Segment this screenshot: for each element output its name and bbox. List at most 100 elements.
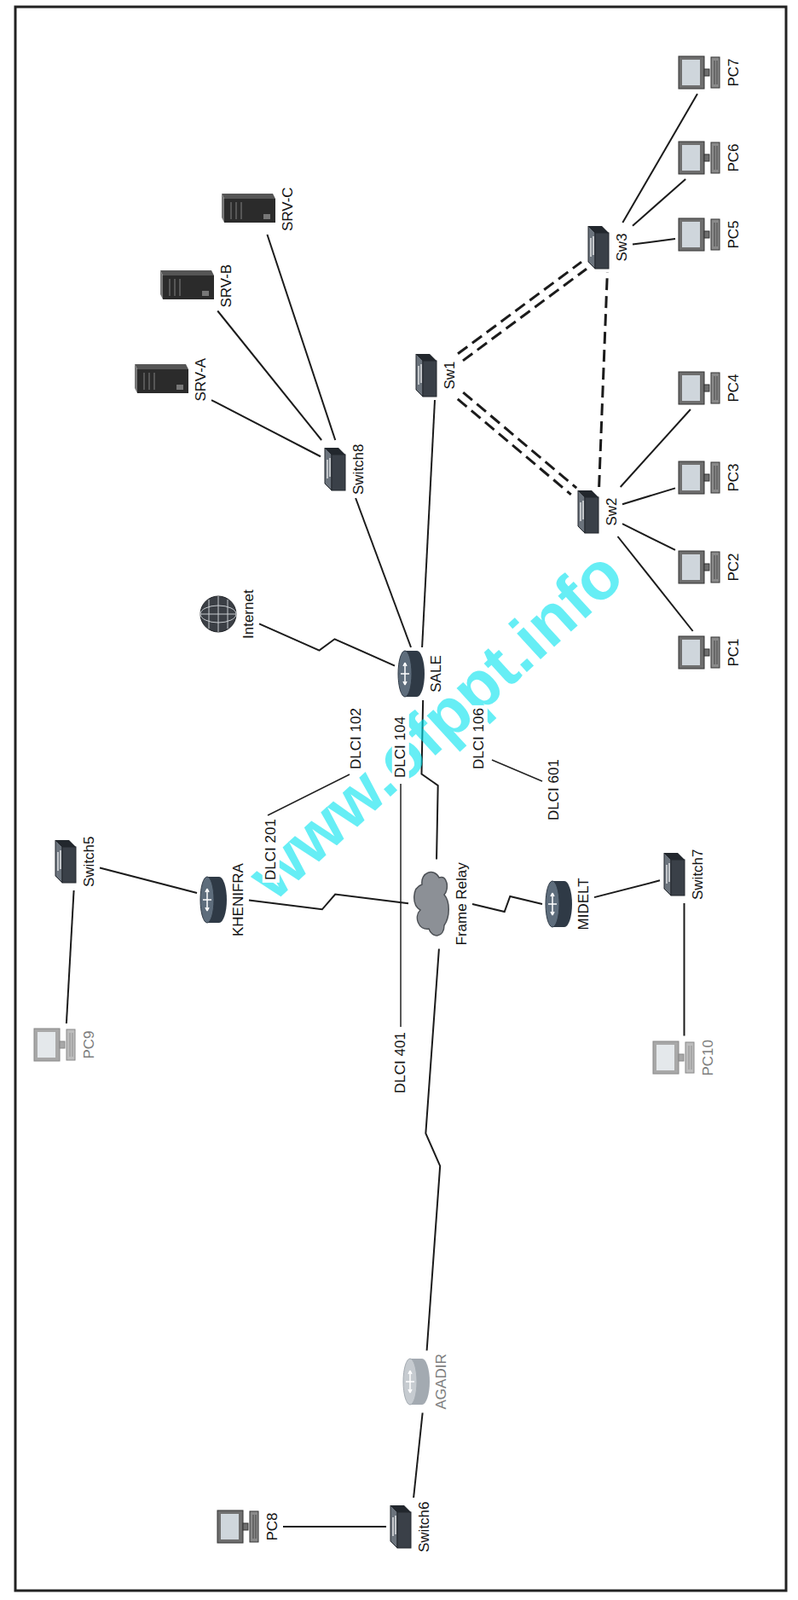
pc-node: PC1 (676, 632, 743, 672)
globe-node: Internet (198, 587, 258, 641)
icon-part (418, 364, 422, 385)
icon-part (714, 145, 718, 170)
pc-node: PC2 (676, 547, 743, 587)
pc-icon (678, 371, 720, 405)
switch-icon (55, 839, 76, 883)
icon-part (55, 839, 63, 883)
device-label: PC5 (725, 218, 743, 250)
icon-part (263, 213, 271, 220)
switch-node: Switch7 (661, 846, 707, 902)
switch-node: Sw1 (413, 352, 459, 399)
pc-node: PC6 (676, 138, 743, 178)
icon-part (221, 193, 225, 223)
icon-part (134, 364, 189, 370)
icon-part (704, 69, 710, 76)
pc-node: PC8 (215, 1506, 282, 1546)
switch-symbol (52, 838, 79, 885)
trunk-link (457, 261, 582, 354)
pc-icon (217, 1509, 259, 1543)
icon-part (704, 231, 710, 238)
icon-part (711, 57, 720, 88)
icon-part (682, 375, 700, 401)
icon-part (578, 490, 599, 498)
icon-part (324, 447, 346, 455)
device-label: Switch5 (80, 833, 99, 889)
device-label: PC9 (80, 1028, 99, 1060)
dlci-label: DLCI 401 (392, 1029, 410, 1096)
icon-part (169, 278, 180, 296)
icon-part (397, 1511, 411, 1548)
ethernet-link (632, 179, 686, 226)
cloud-node: Frame Relay (410, 860, 471, 947)
ethernet-link (413, 1412, 423, 1498)
server-symbol (220, 190, 278, 228)
cloud-symbol (410, 867, 452, 941)
icon-part (682, 554, 700, 580)
switch-node: Sw3 (585, 224, 631, 271)
icon-part (37, 1031, 56, 1058)
icon-part (678, 218, 705, 251)
icon-part (704, 384, 710, 392)
icon-part (398, 650, 412, 697)
icon-part (176, 384, 184, 390)
icon-part (202, 888, 212, 911)
server-node: SRV-B (159, 262, 236, 310)
device-label: PC2 (725, 550, 743, 583)
icon-part (711, 372, 720, 404)
icon-part (414, 871, 450, 935)
icon-part (714, 465, 718, 490)
dlci-label: DLCI 102 (347, 705, 365, 772)
pc-node: PC4 (676, 368, 743, 408)
ethernet-link (622, 523, 676, 550)
pc-icon (678, 636, 720, 669)
switch-symbol (575, 488, 602, 535)
device-label: Frame Relay (453, 860, 471, 947)
ethernet-link (632, 238, 676, 244)
ethernet-link (683, 902, 686, 1036)
router-node: KHENIFRA (198, 861, 248, 938)
icon-part (711, 219, 720, 250)
icon-part (664, 852, 685, 860)
icon-part (714, 60, 718, 85)
ethernet-link (99, 867, 197, 893)
icon-part (405, 1370, 415, 1393)
device-label: PC7 (725, 56, 743, 88)
router-icon (545, 880, 573, 927)
router-symbol (401, 1356, 431, 1406)
device-label: Switch8 (350, 441, 368, 497)
icon-part (584, 497, 599, 533)
server-symbol (159, 266, 216, 305)
icon-part (666, 862, 670, 884)
icon-part (390, 1504, 411, 1512)
pc-node: PC9 (32, 1024, 99, 1064)
pc-icon (678, 218, 720, 251)
pc-symbol (676, 632, 723, 672)
ethernet-link (66, 890, 75, 1024)
icon-part (249, 1510, 259, 1542)
cloud-icon (414, 871, 450, 935)
icon-part (62, 846, 76, 883)
pc-symbol (676, 457, 723, 498)
device-label: PC3 (725, 461, 743, 493)
serial-link (472, 896, 543, 912)
trunk-link (599, 271, 608, 487)
icon-part (580, 500, 584, 521)
icon-part (711, 636, 720, 668)
switch-symbol (661, 850, 688, 897)
switch-node: Sw2 (575, 488, 621, 535)
icon-part (331, 454, 346, 491)
icon-part (34, 1028, 60, 1061)
pc-symbol (215, 1506, 262, 1546)
pc-node: PC7 (676, 52, 743, 93)
watermark: www.ofppt.info (230, 532, 641, 918)
server-icon (221, 193, 276, 223)
ethernet-link (283, 1525, 387, 1527)
icon-part (217, 1509, 243, 1543)
icon-part (545, 880, 560, 927)
icon-part (253, 1514, 256, 1539)
pc-icon (653, 1040, 694, 1074)
icon-part (160, 270, 163, 300)
router-node: MIDELT (543, 875, 593, 931)
device-label: SRV-C (279, 185, 297, 233)
icon-part (548, 892, 557, 915)
